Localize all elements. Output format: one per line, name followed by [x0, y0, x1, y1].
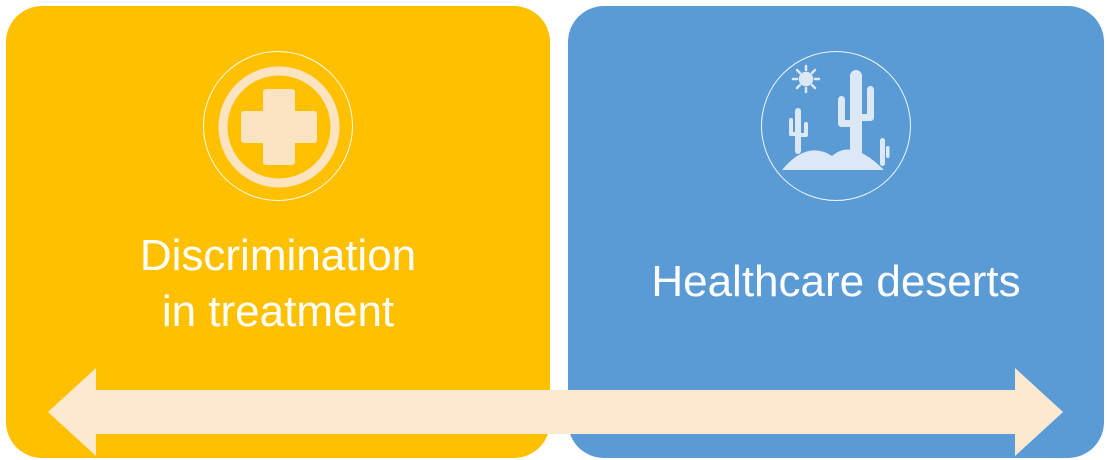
title-line-2: in treatment	[161, 287, 395, 336]
medical-cross-icon-graphic	[218, 66, 340, 188]
card-healthcare-deserts: Healthcare deserts	[568, 6, 1104, 458]
desert-cactus-icon	[761, 51, 911, 201]
title-line-1: Discrimination	[139, 231, 417, 280]
medical-cross-icon	[203, 51, 353, 201]
desert-cactus-icon-graphic	[782, 64, 890, 170]
card-title-healthcare-deserts: Healthcare deserts	[651, 257, 1021, 306]
card-discrimination: Discrimination in treatment	[6, 6, 550, 458]
sun-icon	[791, 64, 821, 94]
card-title-discrimination: Discrimination in treatment	[6, 228, 550, 340]
